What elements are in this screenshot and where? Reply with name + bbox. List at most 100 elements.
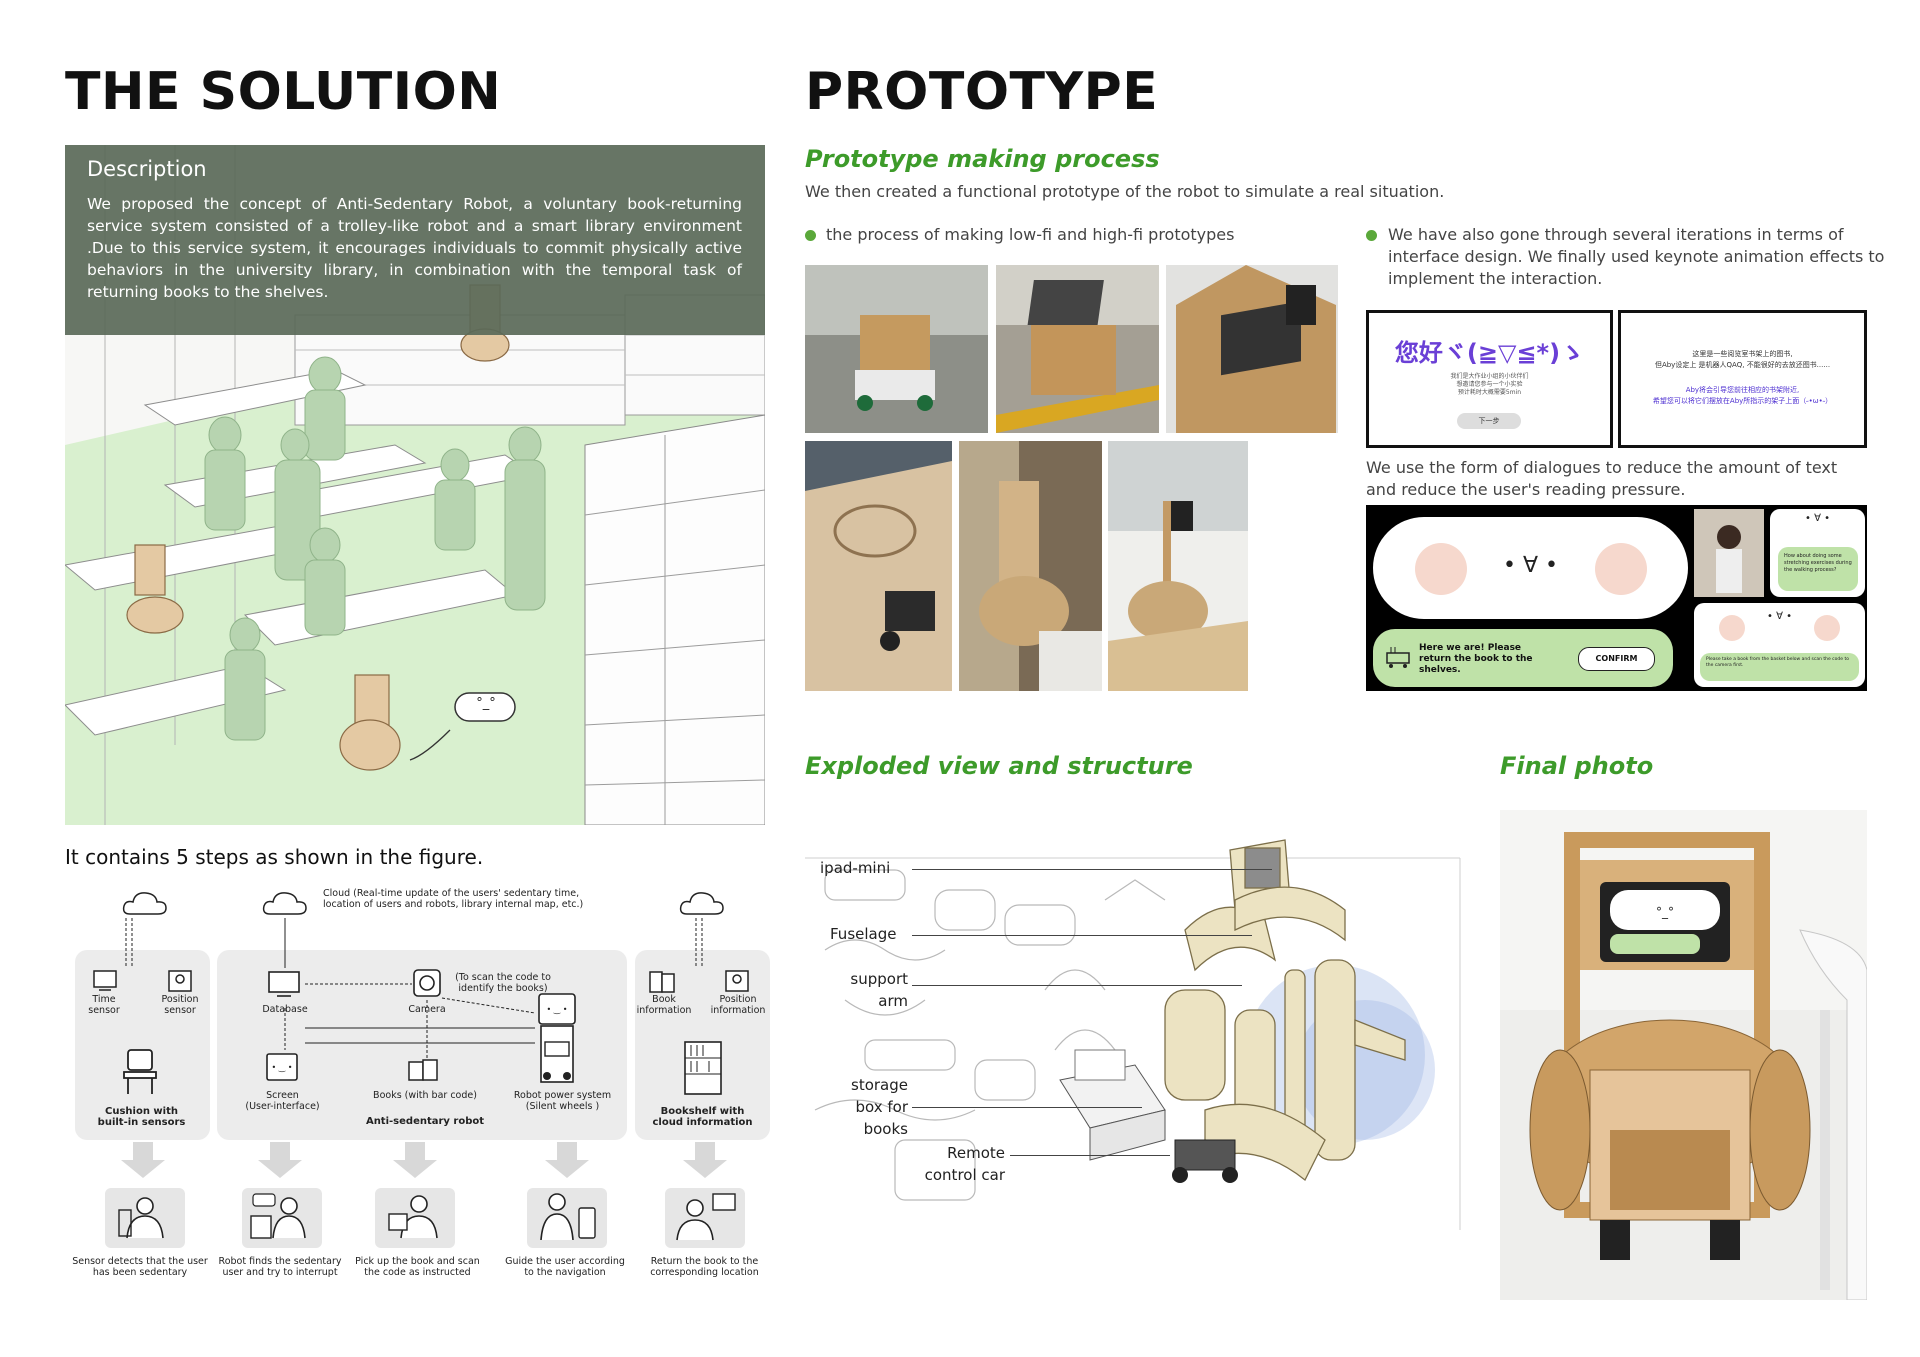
- steps-caption: It contains 5 steps as shown in the figu…: [65, 845, 484, 869]
- prototype-photo-4: [805, 441, 952, 691]
- mini-right-cheek: [1814, 615, 1840, 641]
- anti-robot-label: Anti-sedentary robot: [365, 1116, 485, 1127]
- step5-icon: [665, 1188, 745, 1248]
- step5-label: Return the book to the corresponding loc…: [650, 1256, 759, 1278]
- cloud-icon: [262, 892, 307, 915]
- ui2-line3: Aby将会引导您前往相应的书架附近,: [1685, 386, 1800, 394]
- book-info-icon: [649, 971, 675, 993]
- svg-text:°_°: °_°: [1656, 905, 1674, 919]
- svg-text:• ‿ •: • ‿ •: [272, 1063, 293, 1072]
- part-remote-label: Remote control car: [924, 1144, 1005, 1184]
- robot-power-label: Robot power system (Silent wheels ): [513, 1090, 612, 1112]
- connector-lines: [284, 918, 536, 1058]
- sensor-dashed-lines: [125, 918, 133, 968]
- leader-storage: [912, 1107, 1142, 1108]
- step-arrows: [121, 1142, 727, 1178]
- robot-icon: • ‿ •: [538, 993, 576, 1083]
- ui2-line4: 希望您可以将它们摆放在Aby所指示的架子上面（˶•ω•˶）: [1652, 397, 1833, 405]
- mini-left-cheek: [1719, 615, 1745, 641]
- robot-face-ui: • ∀ • Here we are! Please return the boo…: [1366, 505, 1867, 691]
- time-sensor-label: Time sensor: [88, 994, 120, 1016]
- ui-screen-1: 您好ヾ(≧▽≦*)ゝ 我们是大作业小组的小伙伴们 想邀请您参与一个小实验 预计耗…: [1366, 310, 1613, 448]
- camera-icon: [413, 969, 441, 997]
- dialogue-text: We use the form of dialogues to reduce t…: [1366, 458, 1838, 499]
- step2-label: Robot finds the sedentary user and try t…: [218, 1256, 342, 1278]
- part-storage-label: storage box for books: [851, 1076, 908, 1138]
- step4-icon: [527, 1188, 607, 1248]
- cloud-icon: [122, 892, 167, 915]
- mini-panel-2: • ∀ • Please take a book from the basket…: [1694, 603, 1865, 687]
- mini-face-2: • ∀ •: [1767, 611, 1792, 622]
- position-info-label: Position information: [710, 994, 766, 1016]
- mini-bubble: How about doing some stretching exercise…: [1778, 547, 1858, 591]
- robot-face-text: °_°: [476, 696, 496, 711]
- making-process-text: We then created a functional prototype o…: [805, 182, 1445, 201]
- prototype-photo-2: [996, 265, 1159, 433]
- final-photo-title: Final photo: [1500, 752, 1654, 780]
- bookshelf-label: Bookshelf with cloud information: [652, 1106, 753, 1128]
- left-cheek: [1415, 543, 1467, 595]
- bullet-dot: [1366, 230, 1377, 241]
- screen-label: Screen (User-interface): [245, 1090, 320, 1112]
- step2-icon: [242, 1188, 322, 1248]
- ui1-greeting: 您好ヾ(≧▽≦*)ゝ: [1394, 339, 1585, 367]
- ui1-line3: 预计耗时大概需要5min: [1457, 389, 1522, 396]
- solution-title: THE SOLUTION: [65, 62, 502, 122]
- ui2-line1: 这里是一些阅览室书架上的图书,: [1692, 350, 1793, 358]
- screen-icon: • ‿ •: [266, 1053, 298, 1081]
- step4-label: Guide the user according to the navigati…: [505, 1256, 625, 1278]
- time-sensor-icon: [93, 970, 117, 991]
- ui1-lines: 我们是大作业小组的小伙伴们 想邀请您参与一个小实验 预计耗时大概需要5min: [1369, 373, 1610, 397]
- cushion-chair-icon: [123, 1049, 157, 1094]
- system-diagram: Cloud (Real-time update of the users' se…: [65, 880, 775, 1280]
- database-icon: [268, 971, 300, 997]
- leader-ipad: [912, 869, 1272, 870]
- final-photo: °_°: [1500, 810, 1867, 1300]
- position-info-icon: [725, 970, 749, 992]
- step1-label: Sensor detects that the user has been se…: [72, 1256, 208, 1278]
- cushion-label: Cushion with built-in sensors: [97, 1106, 186, 1128]
- prototype-title: PROTOTYPE: [805, 62, 1159, 122]
- exercise-photo: [1694, 509, 1764, 597]
- books-barcode-label: Books (with bar code): [373, 1090, 477, 1101]
- bullet-prototypes: the process of making low-fi and high-fi…: [805, 224, 1234, 246]
- shelf-dashed-lines: [695, 918, 703, 968]
- making-process-title: Prototype making process: [805, 145, 1160, 173]
- ui2-lines-bottom: Aby将会引导您前往相应的书架附近, 希望您可以将它们摆放在Aby所指示的架子上…: [1621, 385, 1864, 407]
- ui1-next-button[interactable]: 下一步: [1457, 413, 1521, 429]
- step3-icon: [375, 1188, 455, 1248]
- bookshelf-icon: [684, 1041, 722, 1095]
- description-title: Description: [87, 157, 207, 181]
- part-ipad-label: ipad-mini: [820, 859, 891, 877]
- step1-icon: [105, 1188, 185, 1248]
- mini-face: • ∀ •: [1805, 513, 1830, 524]
- prototype-photo-6: [1108, 441, 1248, 691]
- prototype-photo-1: [805, 265, 988, 433]
- cloud-icon: [679, 892, 724, 915]
- robot-face: • ∀ •: [1503, 553, 1558, 578]
- bullet-interface-text: We have also gone through several iterat…: [1388, 225, 1885, 288]
- mini-face-panel: • ∀ • How about doing some stretching ex…: [1770, 509, 1865, 597]
- description-box: Description We proposed the concept of A…: [65, 145, 765, 335]
- ui1-line2: 想邀请您参与一个小实验: [1456, 381, 1523, 388]
- confirm-button[interactable]: CONFIRM: [1578, 647, 1655, 671]
- leader-fuselage: [912, 935, 1252, 936]
- position-sensor-label: Position sensor: [161, 994, 199, 1016]
- ui2-line2: 但Aby设定上 是机器人QAQ, 不能很好的去放还图书......: [1654, 361, 1831, 369]
- bubble-text: Here we are! Please return the book to t…: [1419, 643, 1533, 675]
- bullet-prototypes-text: the process of making low-fi and high-fi…: [826, 225, 1235, 244]
- part-support-label: support arm: [850, 970, 908, 1010]
- book-cart-icon: [1385, 643, 1411, 669]
- ui1-line1: 我们是大作业小组的小伙伴们: [1450, 373, 1529, 380]
- prototype-photo-5: [959, 441, 1102, 691]
- mini-bubble-2: Please take a book from the basket below…: [1700, 653, 1859, 681]
- leader-support: [912, 985, 1242, 986]
- position-sensor-icon: [168, 970, 192, 992]
- right-cheek: [1595, 543, 1647, 595]
- svg-text:• ‿ •: • ‿ •: [547, 1005, 568, 1014]
- speech-bubble: Here we are! Please return the book to t…: [1373, 629, 1673, 687]
- ui-screen-2: 这里是一些阅览室书架上的图书, 但Aby设定上 是机器人QAQ, 不能很好的去放…: [1618, 310, 1867, 448]
- step3-label: Pick up the book and scan the code as in…: [355, 1256, 480, 1278]
- camera-label: Camera: [408, 1004, 446, 1015]
- part-fuselage-label: Fuselage: [830, 925, 897, 943]
